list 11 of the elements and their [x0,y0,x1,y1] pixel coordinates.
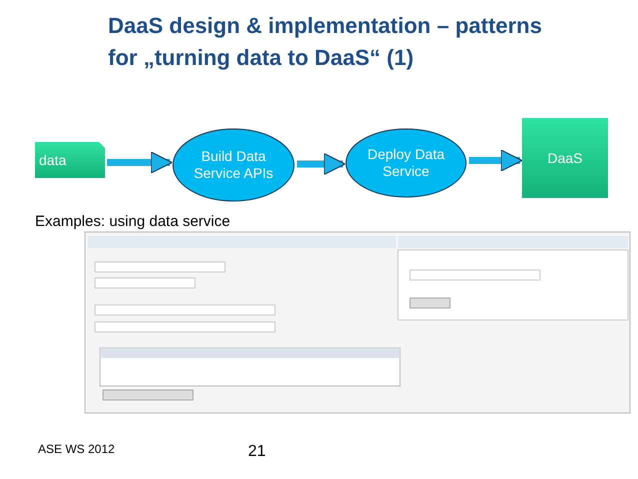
footer-text: ASE WS 2012 [38,441,115,458]
slide-title: DaaS design & implementation – patterns for „turning data to DaaS“ (1) [108,12,543,72]
data-box: data [35,142,105,178]
page-number: 21 [248,442,266,462]
example-note: Examples: using data service [35,212,230,232]
process-ellipse: Deploy Data Service [345,128,467,198]
data-box: DaaS [522,118,608,198]
process-ellipse: Build Data Service APIs [172,128,295,202]
arrow [469,149,523,172]
arrow [107,151,173,174]
arrow [297,152,346,176]
